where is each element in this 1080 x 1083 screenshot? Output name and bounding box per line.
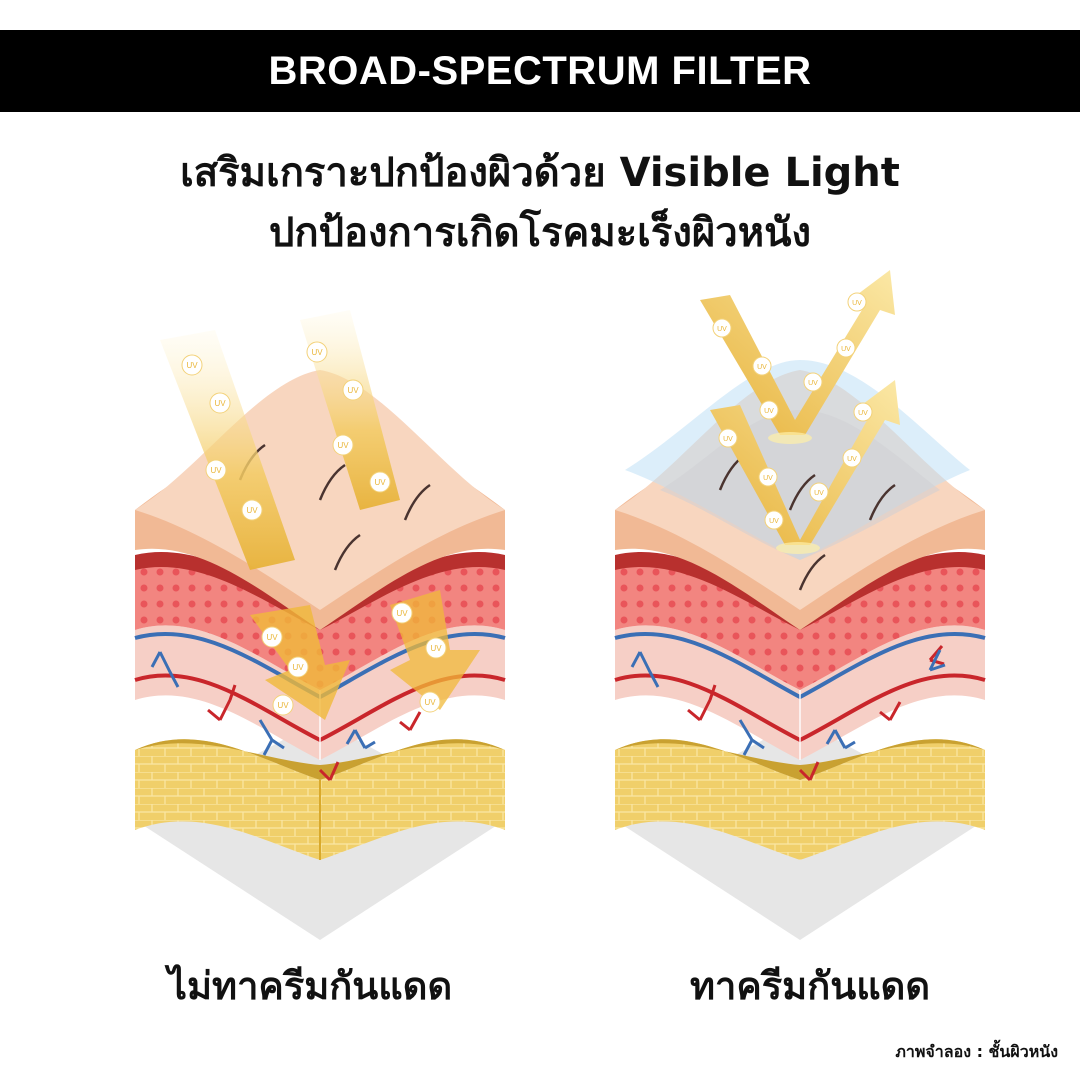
svg-text:UV: UV — [424, 698, 436, 707]
svg-text:UV: UV — [723, 436, 733, 443]
svg-text:UV: UV — [292, 663, 304, 672]
svg-text:UV: UV — [763, 475, 773, 482]
svg-text:UV: UV — [186, 361, 198, 370]
svg-text:UV: UV — [757, 364, 767, 371]
svg-text:UV: UV — [214, 399, 226, 408]
illustration-with-sunscreen: UV UV UV UV UV UV UV UV UV UV UV UV — [600, 260, 1000, 940]
svg-text:UV: UV — [246, 506, 258, 515]
caption-with-sunscreen: ทาครีมกันแดด — [689, 964, 931, 1008]
skin-layers-uv-reflected-icon: UV UV UV UV UV UV UV UV UV UV UV UV — [614, 270, 986, 940]
svg-text:UV: UV — [210, 466, 222, 475]
svg-text:UV: UV — [374, 478, 386, 487]
svg-text:UV: UV — [769, 518, 779, 525]
svg-text:UV: UV — [764, 408, 774, 415]
svg-text:UV: UV — [430, 644, 442, 653]
uv-reflect-arrows: UV UV UV UV UV UV UV UV UV UV UV UV — [700, 270, 900, 554]
svg-text:UV: UV — [396, 609, 408, 618]
title-banner: BROAD-SPECTRUM FILTER — [0, 30, 1080, 112]
subtitle-line-2: ปกป้องการเกิดโรคมะเร็งผิวหนัง — [269, 210, 811, 256]
svg-text:UV: UV — [808, 380, 818, 387]
svg-text:UV: UV — [717, 326, 727, 333]
uv-beam-left: UV UV UV UV UV UV UV UV UV UV UV UV UV U… — [160, 310, 480, 720]
svg-text:UV: UV — [277, 701, 289, 710]
svg-text:UV: UV — [266, 633, 278, 642]
svg-text:UV: UV — [311, 348, 323, 357]
skin-layers-uv-penetrating-icon: UV UV UV UV UV UV UV UV UV UV UV UV UV U… — [134, 310, 506, 940]
caption-no-sunscreen: ไม่ทาครีมกันแดด — [167, 964, 453, 1008]
svg-text:UV: UV — [852, 300, 862, 307]
svg-text:UV: UV — [337, 441, 349, 450]
svg-text:UV: UV — [347, 386, 359, 395]
svg-text:UV: UV — [841, 346, 851, 353]
footnote-simulation: ภาพจำลอง : ชั้นผิวหนัง — [895, 1042, 1058, 1061]
illustration-no-sunscreen: UV UV UV UV UV UV UV UV UV UV UV UV UV U… — [120, 260, 520, 940]
svg-text:UV: UV — [814, 490, 824, 497]
svg-text:UV: UV — [847, 456, 857, 463]
svg-text:UV: UV — [858, 410, 868, 417]
page-title: BROAD-SPECTRUM FILTER — [268, 48, 812, 93]
subtitle-line-1: เสริมเกราะปกป้องผิวด้วย Visible Light — [180, 150, 900, 196]
